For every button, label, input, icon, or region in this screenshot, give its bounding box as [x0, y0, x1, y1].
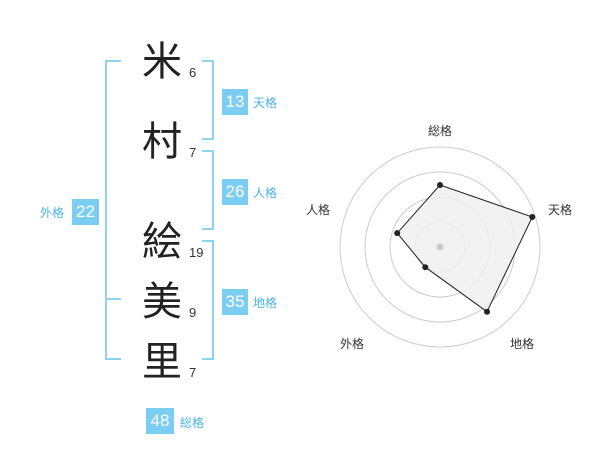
radar-label-soukaku: 総格 — [428, 124, 453, 138]
jinkaku-label: 人格 — [253, 186, 278, 200]
stroke-count-1: 6 — [189, 65, 197, 80]
name-char-2: 村 — [142, 119, 182, 165]
radar-point — [422, 264, 429, 271]
stroke-count-4: 9 — [189, 305, 197, 320]
tenkaku-bracket-top — [202, 60, 214, 62]
gaikaku-bracket-mid — [105, 298, 121, 300]
tenkaku-badge: 13 — [222, 89, 248, 115]
gaikaku-label: 外格 — [40, 206, 65, 220]
jinkaku-bracket — [212, 150, 214, 230]
gaikaku-badge: 22 — [72, 199, 99, 225]
tenkaku-bracket-bottom — [202, 138, 214, 140]
chikaku-label: 地格 — [253, 296, 278, 310]
soukaku-badge: 48 — [146, 408, 174, 434]
name-char-1: 米 — [142, 39, 182, 85]
gaikaku-bracket — [105, 60, 107, 360]
radar-label-tenkaku: 天格 — [548, 203, 573, 217]
chikaku-bracket-top — [202, 240, 214, 242]
radar-point — [394, 230, 401, 237]
radar-point — [529, 214, 536, 221]
gaikaku-bracket-top — [105, 60, 121, 62]
name-char-4: 美 — [142, 279, 182, 325]
radar-label-gaikaku: 外格 — [340, 337, 365, 351]
name-char-5: 里 — [142, 339, 182, 385]
chikaku-badge: 35 — [222, 289, 248, 315]
gaikaku-bracket-bottom — [105, 358, 121, 360]
stroke-count-2: 7 — [189, 145, 197, 160]
radar-area — [396, 184, 533, 313]
radar-point — [484, 308, 491, 315]
radar-label-chikaku: 地格 — [510, 337, 535, 351]
tenkaku-label: 天格 — [253, 96, 278, 110]
jinkaku-bracket-bottom — [202, 228, 214, 230]
stroke-count-5: 7 — [189, 365, 197, 380]
stroke-count-3: 19 — [189, 245, 204, 260]
radar-center-point — [436, 243, 444, 251]
chikaku-bracket — [212, 240, 214, 360]
soukaku-label: 総格 — [180, 416, 205, 430]
radar-grid-ring — [339, 146, 541, 348]
radar-point — [437, 182, 443, 188]
radar-label-jinkaku: 人格 — [306, 203, 331, 217]
tenkaku-bracket — [212, 60, 214, 140]
jinkaku-badge: 26 — [222, 179, 248, 205]
name-char-3: 絵 — [142, 219, 182, 265]
jinkaku-bracket-top — [202, 150, 214, 152]
chikaku-bracket-bottom — [202, 358, 214, 360]
